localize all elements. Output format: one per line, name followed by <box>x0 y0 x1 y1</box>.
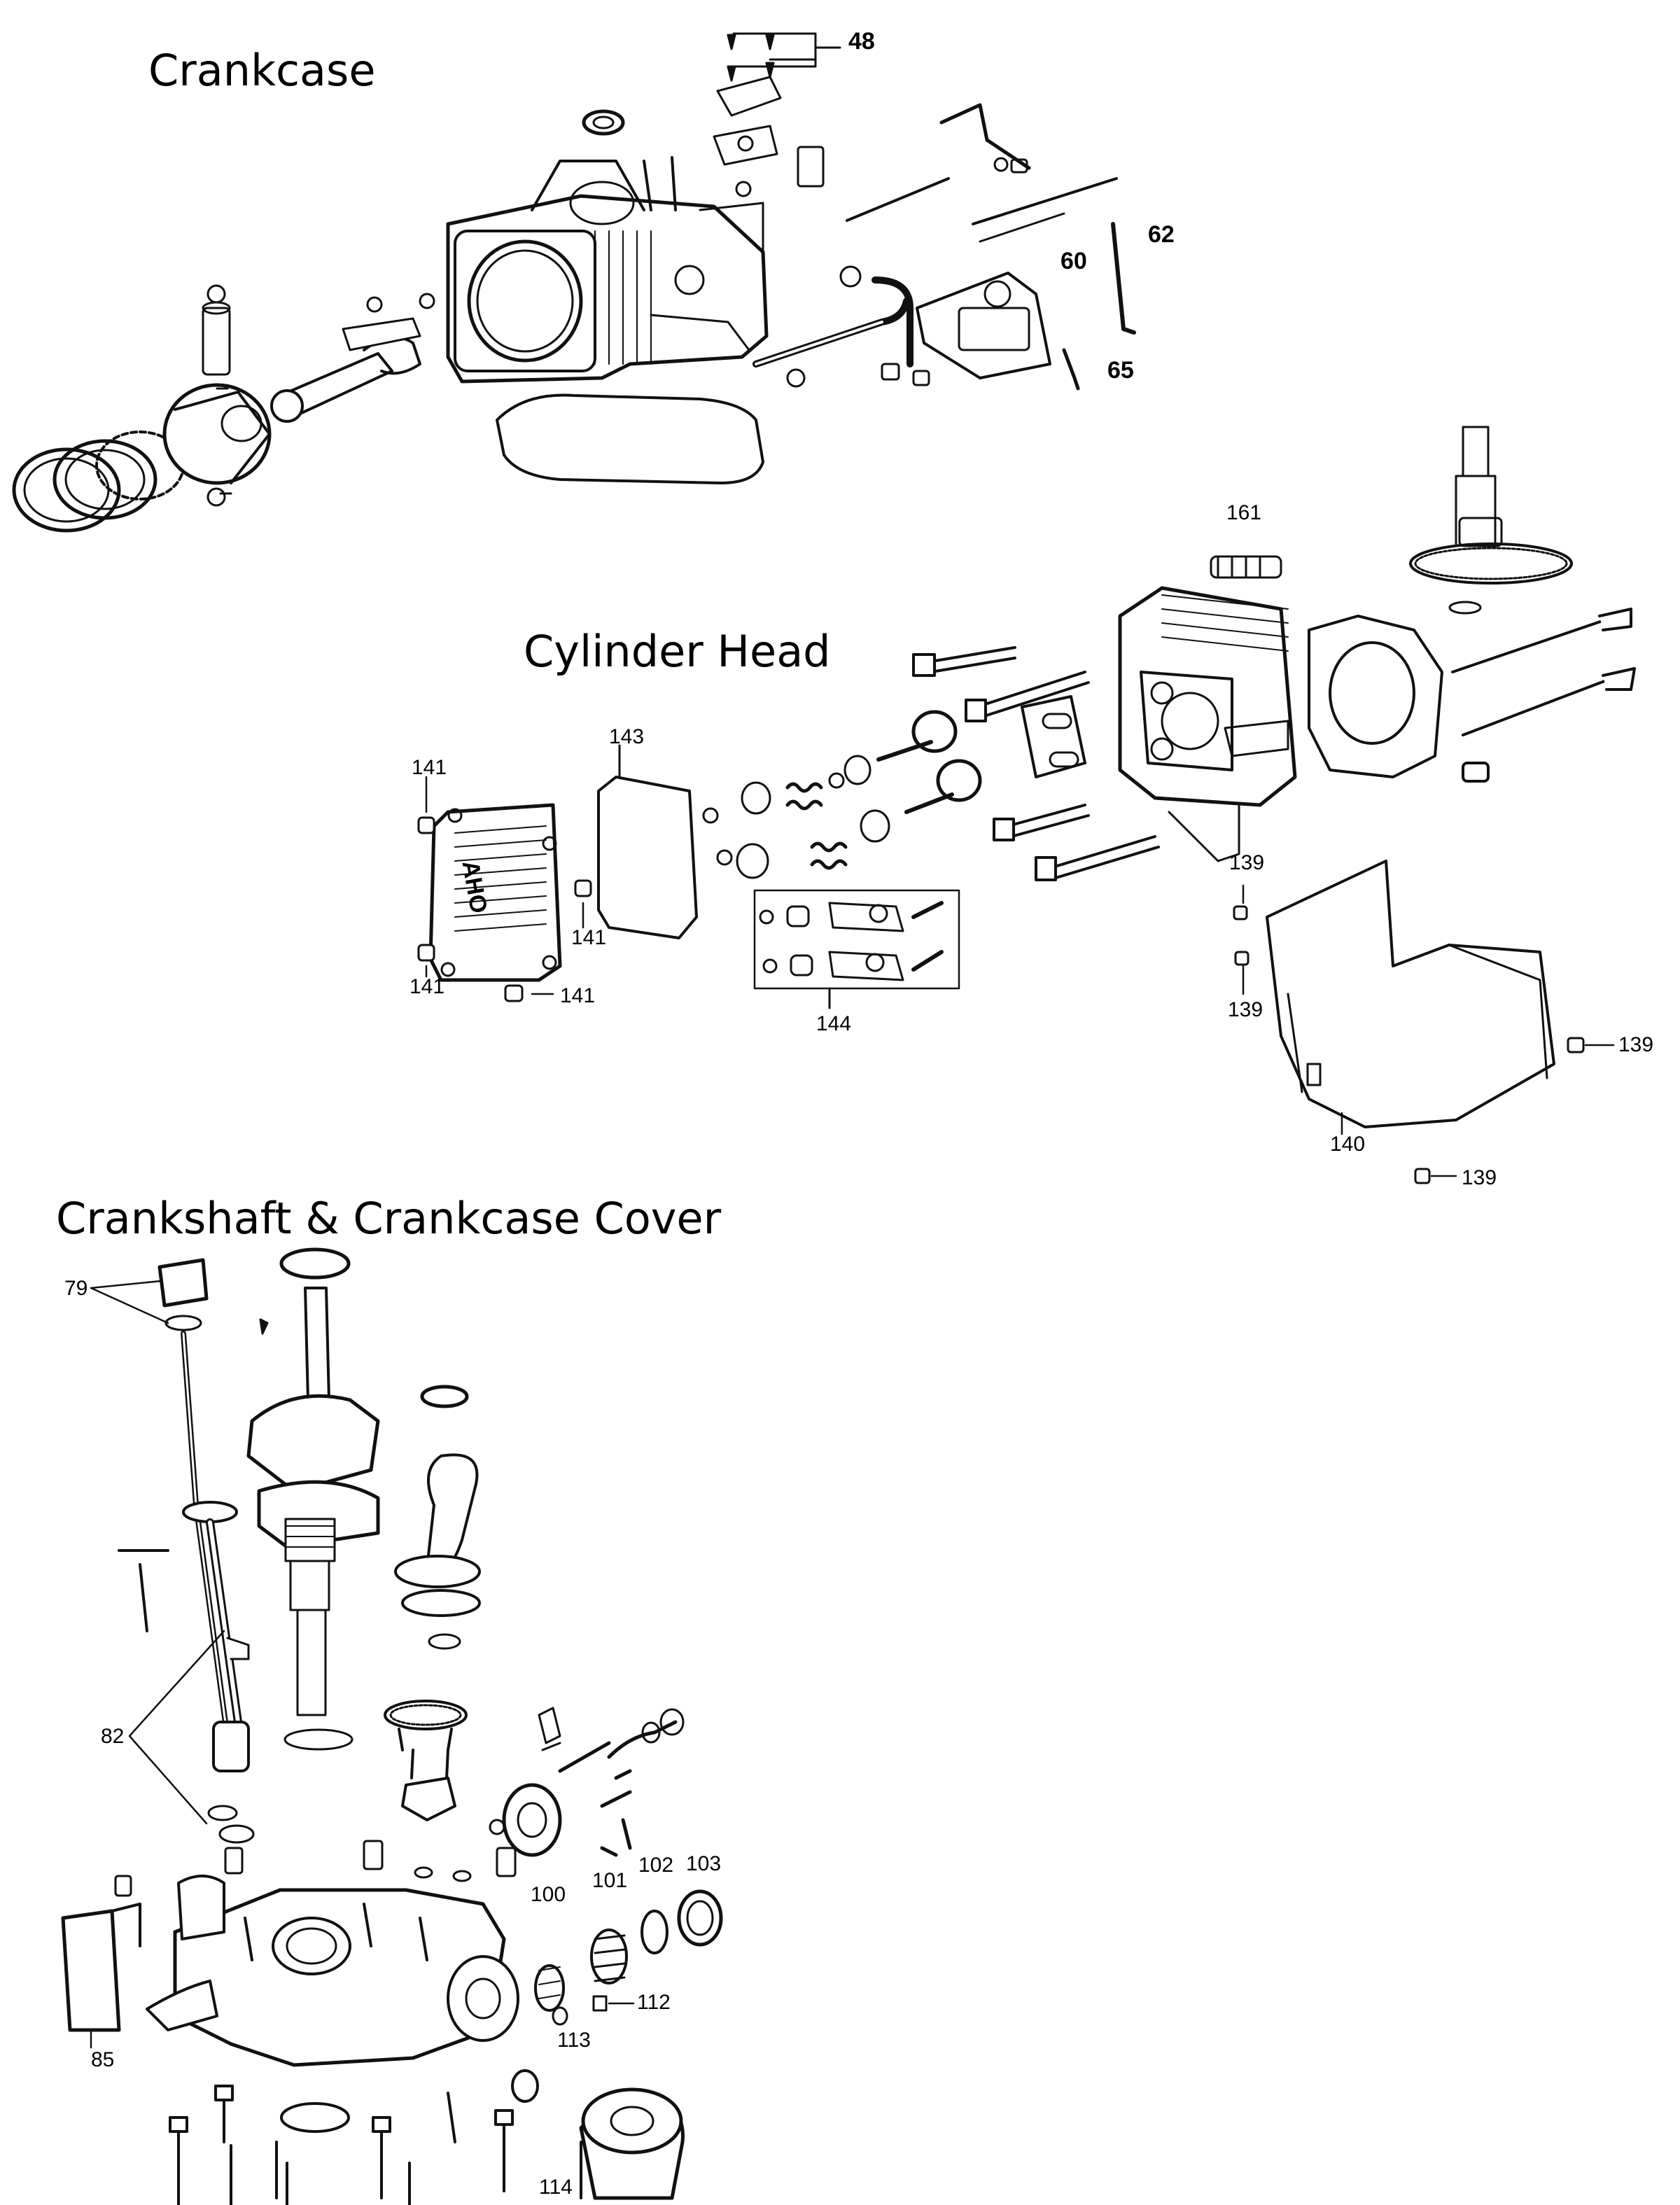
callout-141-right: 141 <box>571 926 607 949</box>
callout-85: 85 <box>91 2048 115 2071</box>
section-title-crankshaft-cover: Crankshaft & Crankcase Cover <box>56 1193 722 1244</box>
valves-and-springs <box>702 710 982 879</box>
section-title-crankcase: Crankcase <box>148 45 376 96</box>
oil-pump-gears <box>489 1707 685 1857</box>
dipstick-tube <box>118 1331 255 1844</box>
head-bolts <box>912 646 1160 881</box>
piston-pin <box>202 284 231 507</box>
crankcase-block <box>446 156 769 384</box>
exhaust-plate <box>1021 695 1086 778</box>
callout-48-leader <box>732 32 841 68</box>
bushing <box>797 146 825 188</box>
governor-linkage <box>752 103 1136 391</box>
callout-62: 62 <box>1148 221 1175 248</box>
callout-141-bottom-left: 141 <box>410 975 445 998</box>
rocker-arm-kit <box>753 889 960 1009</box>
callout-48: 48 <box>848 28 875 55</box>
oil-sensor <box>61 1875 141 2049</box>
shroud-screws-139 <box>1233 884 1615 1184</box>
oil-seal-top <box>582 109 625 136</box>
section-title-cylinder-head: Cylinder Head <box>524 626 831 677</box>
callout-79: 79 <box>64 1277 88 1300</box>
oil-filter <box>579 2087 685 2200</box>
head-cover-gasket <box>597 744 698 939</box>
callout-139-top: 139 <box>1229 851 1265 874</box>
piston <box>162 383 272 495</box>
crankshaft <box>246 1247 380 1751</box>
callout-65: 65 <box>1107 357 1134 384</box>
cylinder-head <box>1118 586 1297 862</box>
callout-112: 112 <box>637 1991 671 2014</box>
head-gasket <box>1308 615 1443 778</box>
oil-fill-cap <box>90 1258 209 1331</box>
piston-rings <box>12 430 185 533</box>
air-shroud <box>1266 860 1555 1128</box>
connecting-rod <box>270 293 435 423</box>
callout-114: 114 <box>539 2176 573 2199</box>
callout-100: 100 <box>531 1883 566 1906</box>
callout-102: 102 <box>638 1854 674 1877</box>
crankcase-gasket <box>496 393 764 484</box>
callout-103: 103 <box>686 1852 722 1875</box>
callout-113: 113 <box>557 2029 591 2052</box>
camshaft <box>1409 426 1573 615</box>
callout-141-top: 141 <box>412 756 447 779</box>
callout-141-bottom: 141 <box>560 984 596 1007</box>
spark-plug <box>1210 555 1282 579</box>
push-rods <box>1451 608 1636 783</box>
callout-144: 144 <box>816 1012 852 1035</box>
callout-161: 161 <box>1226 501 1262 524</box>
governor-gear <box>384 1700 468 1821</box>
callout-143: 143 <box>609 725 645 748</box>
crankcase-cover <box>146 1840 519 2067</box>
relief-valve-parts <box>534 1889 723 2026</box>
callout-139-bottom: 139 <box>1462 1166 1497 1189</box>
callout-139-right: 139 <box>1618 1033 1654 1056</box>
breather-plate <box>713 34 782 197</box>
callout-60: 60 <box>1060 248 1087 274</box>
callout-82: 82 <box>101 1725 125 1748</box>
balance-shaft <box>394 1385 481 1650</box>
callout-139-middle: 139 <box>1228 998 1264 1021</box>
callout-101: 101 <box>592 1869 628 1892</box>
callout-140: 140 <box>1330 1133 1366 1156</box>
cover-bolts <box>169 2069 539 2205</box>
valve-cover <box>428 803 562 982</box>
head-bolts-141 <box>417 776 592 1002</box>
